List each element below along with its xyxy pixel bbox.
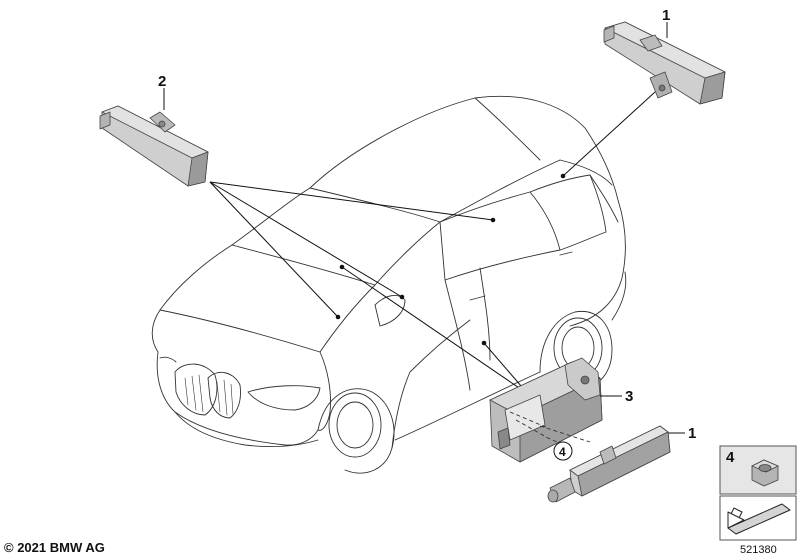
callout-1-top: 1 bbox=[662, 7, 670, 24]
hex-nut-icon bbox=[751, 459, 779, 487]
direction-arrow-icon bbox=[727, 503, 791, 535]
callout-3: 3 bbox=[625, 388, 633, 405]
part-4-box bbox=[719, 445, 797, 495]
callout-4-circle bbox=[553, 441, 573, 461]
callout-4-box: 4 bbox=[726, 449, 735, 466]
callout-4-circled: 4 bbox=[559, 445, 566, 459]
arrow-symbol-box bbox=[719, 495, 797, 541]
leader-endpoints bbox=[335, 173, 566, 346]
copyright-text: © 2021 BMW AG bbox=[4, 540, 105, 555]
antenna-part-2 bbox=[99, 105, 209, 187]
antenna-part-1-top bbox=[603, 21, 726, 105]
leader-lines bbox=[209, 91, 656, 395]
callout-2: 2 bbox=[158, 73, 166, 90]
antenna-part-1-bottom bbox=[547, 425, 671, 503]
diagram-number: 521380 bbox=[740, 544, 777, 556]
bracket-part-3 bbox=[489, 357, 603, 463]
callout-1-bottom: 1 bbox=[688, 425, 696, 442]
